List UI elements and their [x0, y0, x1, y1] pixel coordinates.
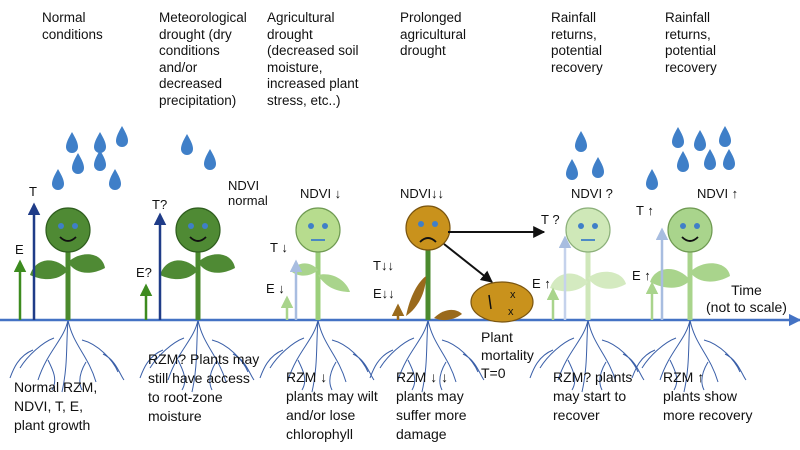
rain-drops-recovery2	[646, 126, 735, 190]
label-t-prolonged: T↓↓	[373, 258, 394, 273]
header-prolonged: Prolonged agricultural drought	[400, 10, 467, 58]
label-e-normal: E	[15, 242, 24, 257]
plant-recovery2	[650, 207, 730, 320]
face-recovery2	[667, 207, 713, 253]
label-e-agricultural: E ↓	[266, 281, 285, 296]
label-ndvi-agricultural: NDVI ↓	[300, 186, 342, 201]
roots	[9, 319, 747, 393]
arrow-to-mortality	[443, 243, 493, 283]
label-e-meteorological: E?	[136, 265, 152, 280]
footer-normal: Normal RZM, NDVI, T, E, plant growth	[14, 379, 98, 433]
face-recovery1	[565, 207, 611, 253]
plant-prolonged	[405, 205, 462, 321]
footer-recovery1: RZM? plants may start to recover	[553, 369, 633, 423]
label-e-recovery2: E ↑	[632, 268, 651, 283]
label-t-meteorological: T?	[152, 197, 168, 212]
footer-agricultural: RZM ↓ plants may wilt and/or lose chloro…	[286, 369, 378, 442]
face-agricultural	[295, 207, 341, 253]
label-e-prolonged: E↓↓	[373, 286, 395, 301]
rain-drops-normal	[52, 126, 128, 190]
label-ndvi-recovery2: NDVI ↑	[697, 186, 739, 201]
roots-prolonged	[369, 319, 485, 393]
face-meteorological	[175, 207, 221, 253]
time-axis-label: Time (not to scale)	[706, 282, 787, 315]
svg-text:x: x	[508, 306, 514, 318]
footer-prolonged: RZM ↓ ↓ plants may suffer more damage	[396, 369, 467, 442]
footer-meteorological: RZM? Plants may still have access to roo…	[148, 351, 260, 424]
plant-meteorological	[160, 207, 235, 320]
label-e-recovery1: E ↑	[532, 276, 551, 291]
roots-normal	[9, 319, 125, 393]
plant-normal	[30, 207, 105, 320]
roots-agricultural	[259, 319, 375, 393]
plant-agricultural	[292, 207, 350, 320]
label-ndvi-meteorological: NDVI normal	[228, 178, 268, 208]
rain-drops-meteorological	[181, 134, 216, 170]
dead-plant: x x	[470, 281, 534, 323]
roots-meteorological	[139, 319, 255, 393]
face-prolonged	[405, 205, 451, 251]
header-agricultural: Agricultural drought (decreased soil moi…	[267, 10, 359, 108]
mortality-label: Plant mortality T=0	[481, 329, 534, 381]
footer-recovery2: RZM ↑ plants show more recovery	[663, 369, 753, 423]
label-ndvi-prolonged: NDVI↓↓	[400, 186, 445, 201]
label-t-normal: T	[29, 184, 37, 199]
header-recovery2: Rainfall returns, potential recovery	[665, 10, 717, 75]
rain-drops-recovery1	[566, 131, 604, 180]
roots-recovery2	[631, 319, 747, 393]
header-recovery1: Rainfall returns, potential recovery	[551, 10, 603, 75]
label-ndvi-recovery1: NDVI ?	[571, 186, 613, 201]
header-normal: Normal conditions	[42, 10, 103, 42]
label-t-agricultural: T ↓	[270, 240, 288, 255]
header-meteorological: Meteorological drought (dry conditions a…	[159, 10, 247, 108]
label-t-recovery1: T ?	[541, 212, 560, 227]
svg-text:x: x	[510, 289, 516, 301]
label-t-recovery2: T ↑	[636, 203, 654, 218]
face-normal	[45, 207, 91, 253]
plant-recovery1	[550, 207, 626, 320]
